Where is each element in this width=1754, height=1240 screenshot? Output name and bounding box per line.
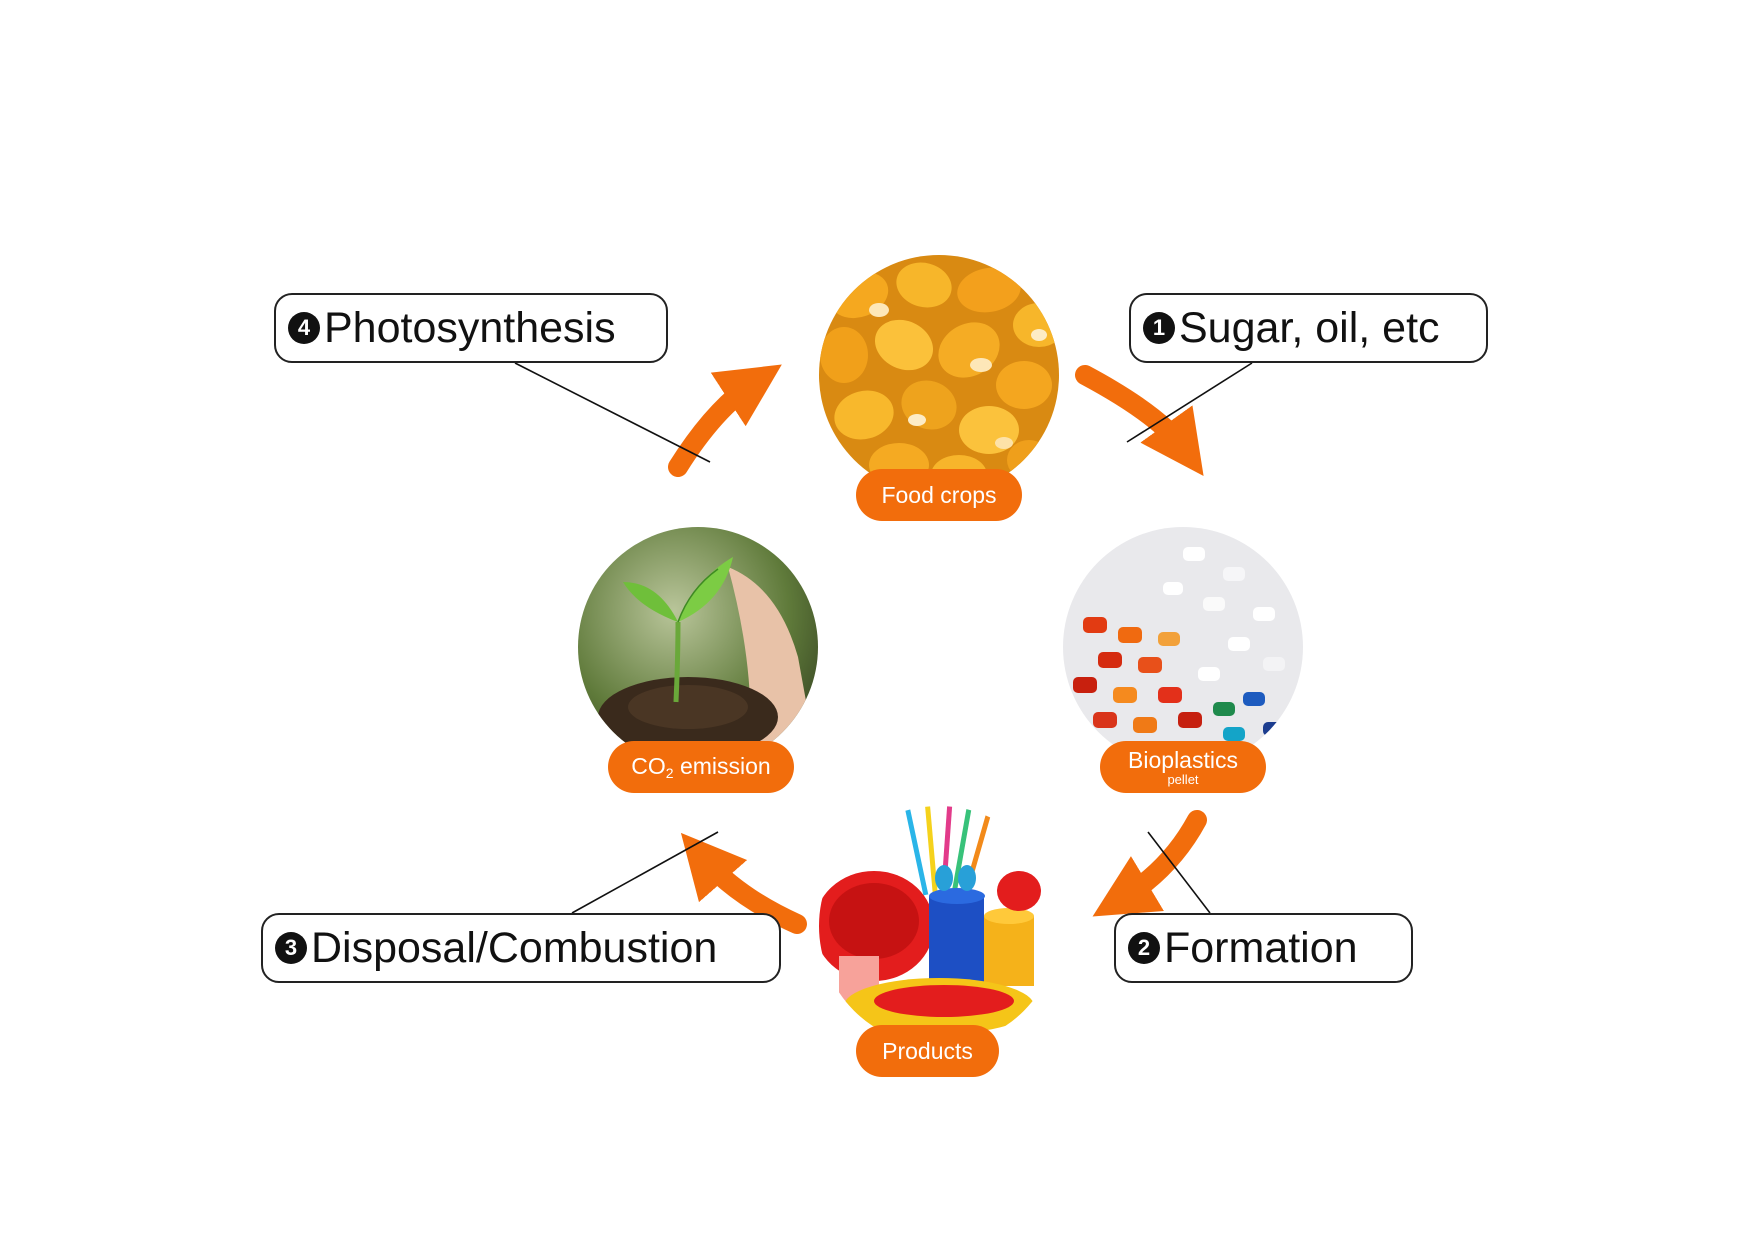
co2-emission-text: CO2 emission: [631, 752, 771, 781]
bioplastics-label: Bioplastics pellet: [1100, 741, 1266, 793]
leader-line-sugar: [1126, 362, 1253, 443]
co2-emission-image: [578, 527, 818, 767]
products-image: [819, 806, 1059, 1046]
co2-emission-label: CO2 emission: [608, 741, 794, 793]
bioplastics-sublabel: pellet: [1167, 771, 1199, 787]
callout-disposal-combustion: 3 Disposal/Combustion: [261, 913, 781, 983]
step-number-badge: 4: [288, 312, 320, 344]
arrow-bioplastics-to-products: [1092, 810, 1207, 917]
callout-text: Sugar, oil, etc: [1179, 303, 1440, 352]
products-text: Products: [882, 1037, 973, 1064]
food-crops-image: [819, 255, 1059, 495]
step-number-badge: 2: [1128, 932, 1160, 964]
bioplastics-text: Bioplastics: [1128, 746, 1238, 773]
arrow-food-to-bioplastics: [1075, 365, 1204, 477]
bioplastics-image: [1063, 527, 1303, 767]
arrow-co2-to-food: [668, 364, 782, 477]
products-label: Products: [856, 1025, 999, 1077]
callout-formation: 2 Formation: [1114, 913, 1413, 983]
plastic-pellets-illustration: [1073, 547, 1285, 741]
food-crops-label: Food crops: [856, 469, 1022, 521]
callout-photosynthesis: 4 Photosynthesis: [274, 293, 668, 363]
leader-line-disposal: [571, 831, 719, 914]
callout-sugar-oil: 1 Sugar, oil, etc: [1129, 293, 1488, 363]
callout-text: Photosynthesis: [324, 303, 616, 352]
arrow-products-to-co2: [680, 832, 807, 934]
callout-text: Disposal/Combustion: [311, 923, 718, 972]
food-crops-text: Food crops: [881, 481, 997, 508]
callout-text: Formation: [1164, 923, 1358, 972]
step-number-badge: 3: [275, 932, 307, 964]
step-number-badge: 1: [1143, 312, 1175, 344]
leader-line-formation: [1147, 831, 1211, 914]
leader-line-photosynthesis: [514, 362, 711, 463]
tableware-illustration: [819, 806, 1041, 1034]
